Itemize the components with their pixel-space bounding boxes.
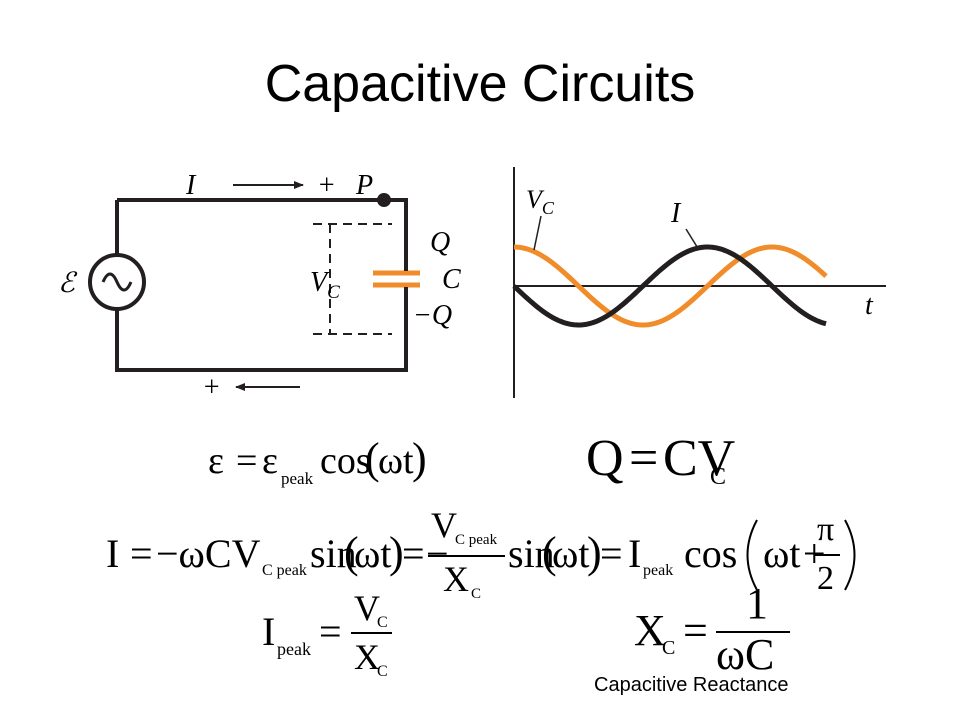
- charge-subscript: C: [710, 464, 726, 490]
- voltage-bracket: [313, 223, 392, 335]
- slide-title: Capacitive Circuits: [264, 55, 696, 113]
- vc-curve: [513, 244, 828, 328]
- current-fraction-denominator: X: [443, 559, 469, 599]
- ipeak-denominator-subscript: C: [377, 663, 388, 680]
- current-arg-2: ωt: [552, 531, 589, 576]
- current-big-rparen: [844, 519, 856, 591]
- reactance-lhs: X: [634, 606, 666, 655]
- sine-wave-icon: [101, 272, 133, 292]
- ipeak-equals: =: [319, 609, 342, 654]
- current-label-top: I: [185, 170, 197, 201]
- current-denominator-subscript: C: [471, 586, 481, 602]
- current-lhs: I: [106, 531, 119, 576]
- current-equals-1: =: [130, 531, 153, 576]
- waveform-graph: VC I t: [512, 167, 886, 398]
- emf-equals: =: [236, 440, 257, 482]
- emf-lparen: (: [365, 434, 380, 483]
- current-big-lparen: [746, 519, 758, 591]
- current-term-1: −ωCV: [156, 531, 261, 576]
- emf-peak-symbol: ε: [262, 440, 278, 482]
- current-cos: cos: [684, 531, 737, 576]
- ipeak-numerator: V: [354, 588, 380, 628]
- current-lparen-1: (: [344, 528, 359, 577]
- charge-positive-label: Q: [430, 227, 450, 258]
- current-arg-1: ωt: [354, 531, 391, 576]
- emf-argument: ωt: [378, 440, 414, 482]
- ipeak-denominator: X: [354, 637, 380, 677]
- emf-peak-subscript: peak: [281, 469, 314, 488]
- vc-leader-line: [533, 215, 542, 251]
- ipeak-lhs-subscript: peak: [277, 639, 311, 659]
- current-equation: I = −ωCV C peak sin ( ωt ) = − V C peak …: [106, 505, 856, 602]
- charge-rhs: CV: [663, 430, 735, 487]
- charge-equals: =: [629, 430, 658, 487]
- current-pi: π: [817, 511, 834, 548]
- current-peak-subscript: peak: [643, 562, 673, 579]
- capacitor-label: C: [442, 264, 461, 295]
- reactance-equation: X C = 1 ωC: [634, 579, 790, 679]
- circuit-wire: [115, 198, 408, 372]
- plus-sign-top: +: [317, 170, 336, 201]
- point-p-dot: [377, 193, 391, 207]
- current-rparen-2: ): [587, 528, 602, 577]
- current-sin-1: sin: [310, 531, 357, 576]
- plus-sign-bottom: +: [202, 372, 221, 403]
- charge-negative-label: −Q: [413, 300, 452, 331]
- emf-cos: cos: [320, 440, 371, 482]
- current-curve-label: I: [670, 198, 682, 229]
- current-term-1-subscript: C peak: [262, 562, 307, 579]
- emf-label: ℰ: [58, 268, 78, 299]
- emf-lhs: ε: [208, 440, 224, 482]
- reactance-numerator: 1: [746, 579, 768, 628]
- current-curve: [512, 244, 827, 328]
- charge-equation: Q = CV C: [586, 430, 735, 490]
- reactance-equals: =: [683, 606, 708, 655]
- ipeak-equation: I peak = V C X C: [262, 588, 392, 680]
- reactance-lhs-subscript: C: [662, 637, 675, 659]
- reactance-denominator: ωC: [716, 630, 774, 679]
- current-sin-2: sin: [508, 531, 555, 576]
- current-equals-3: =: [600, 531, 623, 576]
- current-lparen-2: (: [542, 528, 557, 577]
- current-two: 2: [817, 560, 834, 597]
- current-numerator-subscript: C peak: [455, 532, 498, 548]
- emf-equation: ε = ε peak cos ( ωt ): [208, 434, 427, 488]
- vc-label: VC: [310, 267, 340, 303]
- current-plus: +: [803, 531, 826, 576]
- current-leader-line: [685, 228, 700, 251]
- current-rparen-1: ): [389, 528, 404, 577]
- vc-curve-label: VC: [526, 185, 555, 218]
- current-peak-symbol: I: [628, 531, 641, 576]
- current-cos-arg: ωt: [763, 531, 800, 576]
- reactance-caption: Capacitive Reactance: [594, 674, 789, 696]
- current-minus: −: [426, 531, 449, 576]
- current-equals-2: =: [402, 531, 425, 576]
- time-axis-label: t: [865, 290, 874, 321]
- ipeak-numerator-subscript: C: [377, 614, 388, 631]
- current-fraction-numerator: V: [431, 505, 457, 545]
- point-p-label: P: [355, 170, 373, 201]
- charge-lhs: Q: [586, 430, 624, 487]
- emf-rparen: ): [412, 434, 427, 483]
- ipeak-lhs: I: [262, 609, 275, 654]
- circuit-diagram: I + P ℰ VC Q C −Q +: [58, 170, 461, 403]
